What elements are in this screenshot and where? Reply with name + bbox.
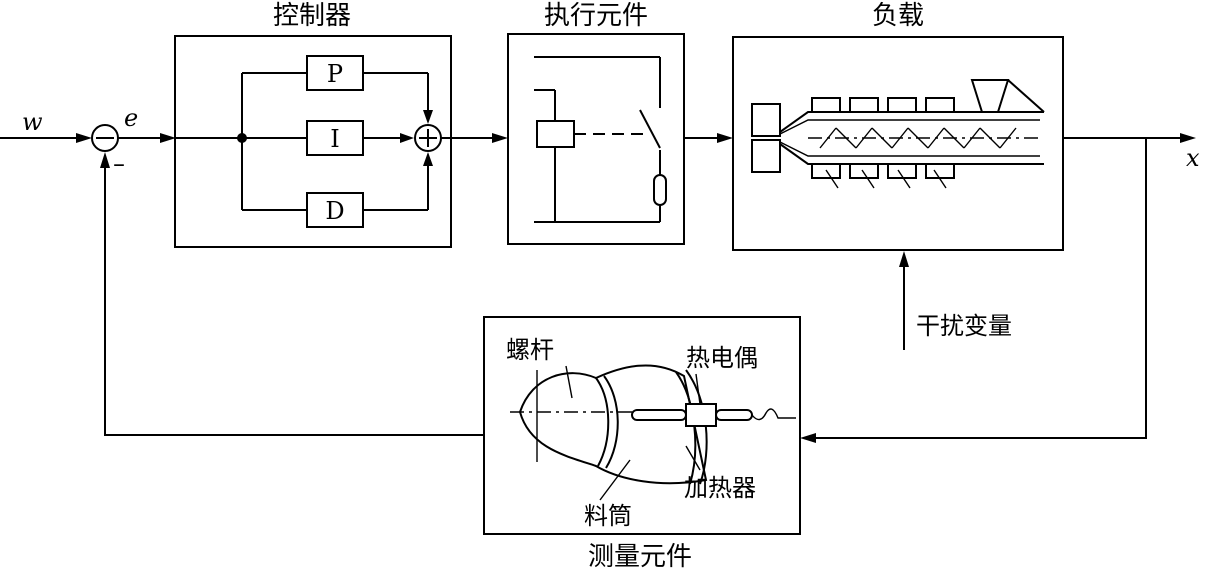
- load-block: [732, 36, 1064, 251]
- pid-adder: [414, 124, 442, 152]
- extruder-drawing: [751, 79, 1045, 189]
- sensor-drawing: [510, 364, 796, 501]
- i-block: [306, 120, 364, 156]
- thermocouple-label: 热电偶: [686, 344, 758, 372]
- actuator-title: 执行元件: [544, 1, 648, 31]
- feedback-to-sensor-line: [812, 138, 1147, 439]
- output-x-label: x: [1186, 144, 1200, 172]
- disturbance-label: 干扰变量: [916, 312, 1012, 340]
- load-title: 负载: [872, 1, 924, 31]
- measuring-title: 测量元件: [588, 542, 692, 572]
- actuator-block: [507, 33, 685, 245]
- feedback-to-sensor-arrowhead: [800, 433, 816, 443]
- feedback-arrowhead: [100, 152, 110, 168]
- input-w-label: w: [22, 108, 43, 136]
- p-label: P: [327, 60, 343, 88]
- d-label: D: [325, 197, 344, 225]
- controller-block: [174, 35, 452, 248]
- p-block: [306, 55, 364, 91]
- screw-label: 螺杆: [506, 336, 554, 364]
- relay-circuit: [534, 56, 667, 223]
- summing-junction: [91, 124, 119, 152]
- d-block: [306, 192, 364, 228]
- output-arrowhead: [1180, 133, 1196, 143]
- controller-title: 控制器: [273, 1, 351, 31]
- measuring-block: [483, 316, 801, 535]
- i-label: I: [330, 125, 339, 153]
- actuator-output-arrowhead: [717, 133, 733, 143]
- barrel-label: 料筒: [584, 502, 632, 530]
- feedback-minus-sign: –: [113, 150, 125, 178]
- error-e-label: e: [124, 104, 138, 132]
- input-arrowhead: [76, 133, 92, 143]
- controller-output-arrowhead: [492, 133, 508, 143]
- error-arrowhead: [160, 133, 176, 143]
- disturbance-arrowhead: [899, 251, 909, 267]
- heater-label: 加热器: [684, 474, 756, 502]
- sensor-to-summer-line: [104, 162, 484, 436]
- pid-wiring: [176, 72, 433, 211]
